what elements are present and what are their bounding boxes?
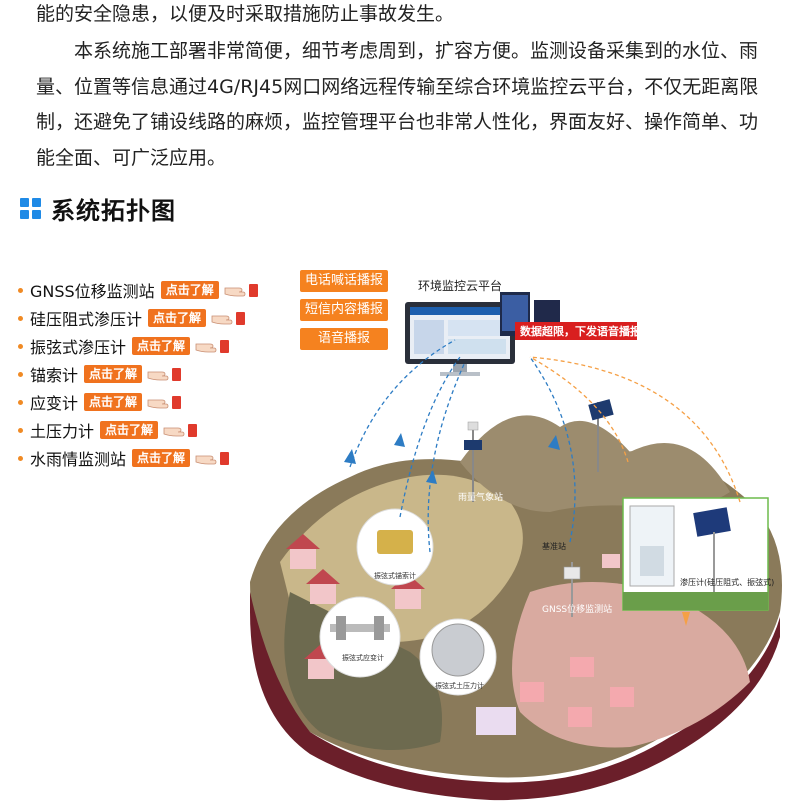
bullet-icon: [18, 343, 23, 349]
pointing-hand-icon: [195, 340, 230, 353]
bullet-icon: [18, 399, 23, 405]
pointing-hand-icon: [224, 284, 258, 297]
bullet-icon: [18, 287, 23, 293]
orange-arrow-head: [682, 612, 690, 626]
rain-station-label: 雨量气象站: [458, 491, 503, 503]
earth-pressure-label: 振弦式土压力计: [435, 681, 484, 690]
learn-more-button[interactable]: 点击了解: [84, 393, 143, 411]
piezometer-label: 渗压计(硅压阻式、振弦式): [680, 577, 774, 587]
gnss-station-icon: [563, 399, 614, 617]
device-item-anchor-meter: 锚索计 点击了解: [18, 360, 261, 388]
device-item-silicon-piezometer: 硅压阻式渗压计 点击了解: [18, 304, 261, 332]
device-name: 应变计: [30, 394, 79, 413]
learn-more-button[interactable]: 点击了解: [148, 309, 207, 327]
section-title: 系统拓扑图: [20, 190, 176, 226]
alarm-banner: [515, 322, 637, 340]
anchor-meter-label: 振弦式锚索计: [374, 571, 416, 580]
house-icons: [286, 534, 634, 735]
device-name: 锚索计: [30, 366, 79, 385]
pointing-hand-icon: [147, 368, 182, 381]
device-name: 硅压阻式渗压计: [30, 310, 143, 329]
device-name: 土压力计: [30, 422, 95, 441]
device-item-strain-meter: 应变计 点击了解: [18, 388, 261, 416]
pointing-hand-icon: [211, 312, 246, 325]
device-name: 振弦式渗压计: [30, 338, 127, 357]
learn-more-button[interactable]: 点击了解: [132, 449, 191, 467]
pointing-hand-icon: [147, 396, 182, 409]
platform-title: 环境监控云平台: [418, 278, 502, 293]
rain-station-icon: [464, 421, 482, 502]
strain-meter-label: 振弦式应变计: [342, 653, 384, 662]
anchor-meter-bubble: [356, 508, 434, 586]
learn-more-button[interactable]: 点击了解: [132, 337, 191, 355]
section-title-text: 系统拓扑图: [51, 196, 176, 225]
device-item-gnss: GNSS位移监测站 点击了解: [18, 276, 261, 304]
pointing-hand-icon: [163, 424, 198, 437]
learn-more-button[interactable]: 点击了解: [160, 281, 219, 299]
bullet-icon: [18, 371, 23, 377]
device-item-vibrating-piezometer: 振弦式渗压计 点击了解: [18, 332, 261, 360]
arrow-heads: [344, 433, 560, 484]
device-list: GNSS位移监测站 点击了解 硅压阻式渗压计 点击了解 振弦式渗压计 点击了解 …: [18, 276, 261, 472]
bullet-icon: [18, 315, 23, 321]
voice-broadcast-button[interactable]: 语音播报: [300, 328, 388, 350]
device-name: GNSS位移监测站: [30, 282, 155, 301]
topology-diagram: 环境监控云平台 数据超限，下发语音播报 雨量气象站 GNSS位移监测站 基准站: [250, 278, 782, 801]
piezometer-panel: [622, 497, 769, 611]
phone-broadcast-button[interactable]: 电话喊话播报: [300, 270, 388, 292]
learn-more-button[interactable]: 点击了解: [100, 421, 159, 439]
grid-squares-icon: [20, 197, 41, 219]
learn-more-button[interactable]: 点击了解: [84, 365, 143, 383]
gnss-station-label: GNSS位移监测站: [542, 603, 612, 615]
alarm-return-arrow-2: [529, 356, 629, 463]
transmission-arrows: [349, 339, 576, 553]
bullet-icon: [18, 455, 23, 461]
strain-meter-bubble: [319, 596, 401, 678]
intro-paragraph-2: 本系统施工部署非常简便，细节考虑周到，扩容方便。监测设备采集到的水位、雨量、位置…: [36, 40, 759, 169]
device-name: 水雨情监测站: [30, 450, 127, 469]
sms-broadcast-button[interactable]: 短信内容播报: [300, 299, 388, 321]
pointing-hand-icon: [195, 452, 230, 465]
base-station-label: 基准站: [542, 541, 566, 551]
device-item-earth-pressure: 土压力计 点击了解: [18, 416, 261, 444]
alarm-text: 数据超限，下发语音播报: [520, 324, 642, 338]
intro-paragraph-1: 能的安全隐患，以便及时采取措施防止事故发生。: [36, 3, 455, 25]
earth-pressure-bubble: [419, 618, 497, 696]
bullet-icon: [18, 427, 23, 433]
alarm-return-arrow: [529, 356, 741, 503]
device-item-water-rain: 水雨情监测站 点击了解: [18, 444, 261, 472]
